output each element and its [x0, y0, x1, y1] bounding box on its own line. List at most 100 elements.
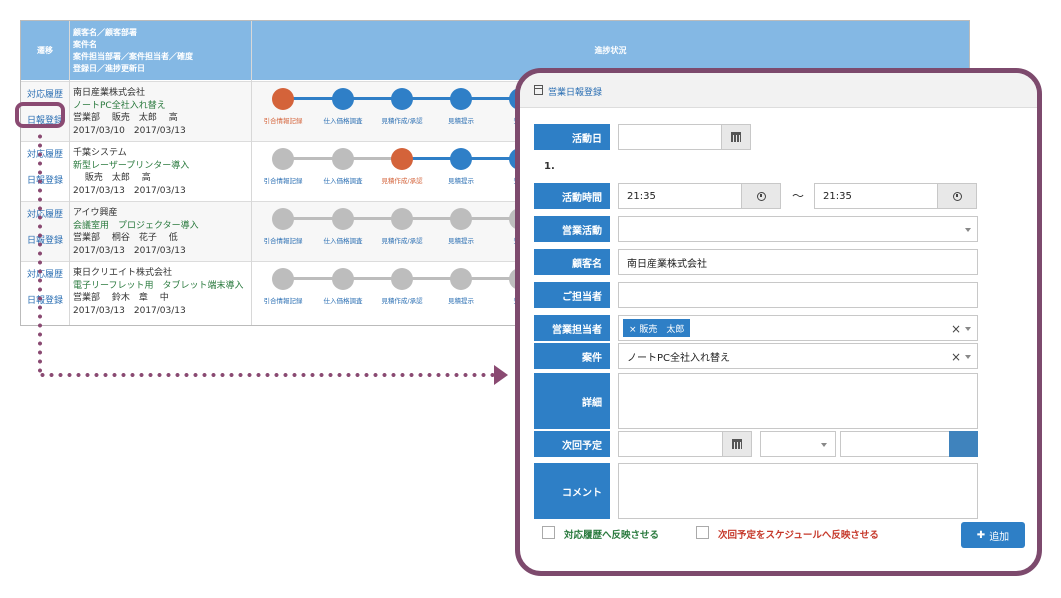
chevron-down-icon	[965, 355, 971, 359]
progress-connector	[343, 217, 402, 220]
progress-step-dot	[450, 208, 472, 230]
time-end-input[interactable]: 21:35	[814, 183, 938, 209]
progress-step-dot	[332, 88, 354, 110]
progress-step-dot	[272, 148, 294, 170]
progress-connector	[402, 157, 461, 160]
history-link[interactable]: 対応履歴	[27, 90, 64, 100]
contact-input[interactable]	[618, 282, 978, 308]
column-divider	[69, 21, 70, 325]
sales-rep-tag[interactable]: × 販売 太郎	[623, 319, 691, 337]
next-time-input[interactable]	[840, 431, 950, 457]
table-row: 対応履歴 日報登録 東日クリエイト株式会社 電子リーフレット用 タブレット端末導…	[21, 261, 969, 322]
progress-step-dot	[332, 268, 354, 290]
progress-step-label: 見積提示	[448, 237, 474, 245]
progress-step-dot	[332, 208, 354, 230]
chevron-down-icon	[965, 228, 971, 232]
project-value: ノートPC全社入れ替え	[627, 352, 731, 364]
progress-step-label: 仕入価格調査	[323, 117, 363, 125]
sales-activity-select[interactable]	[618, 216, 978, 242]
next-date-input[interactable]	[618, 431, 723, 457]
progress-connector	[283, 217, 343, 220]
progress-connector	[402, 277, 461, 280]
header-transition: 遷移	[21, 21, 69, 80]
header-line: 案件名	[73, 40, 97, 49]
time-end-button[interactable]	[937, 183, 977, 209]
detail-textarea[interactable]	[618, 373, 978, 429]
progress-step-label: 仕入価格調査	[323, 297, 363, 305]
calendar-button[interactable]	[721, 124, 751, 150]
dates: 2017/03/13 2017/03/13	[73, 245, 186, 256]
progress-step-dot	[450, 148, 472, 170]
progress-step-label: 引合情報記録	[263, 117, 303, 125]
row-info: 東日クリエイト株式会社 電子リーフレット用 タブレット端末導入 営業部 鈴木 章…	[73, 267, 243, 317]
report-link[interactable]: 日報登録	[27, 176, 64, 186]
add-button[interactable]: ✚ 追加	[961, 522, 1025, 548]
dotted-connector	[38, 373, 496, 377]
progress-step-label: 見積作成/承認	[381, 117, 423, 125]
project-name[interactable]: ノートPC全社入れ替え	[73, 100, 166, 111]
progress-step-label: 仕入価格調査	[323, 177, 363, 185]
label-activity-date: 活動日	[534, 124, 610, 150]
owner-info: 営業部 販売 太郎 高	[73, 113, 178, 123]
report-link[interactable]: 日報登録	[27, 116, 64, 126]
customer-input[interactable]: 南日産業株式会社	[618, 249, 978, 275]
label-next-plan: 次回予定	[534, 431, 610, 457]
progress-step-label: 見積作成/承認	[381, 237, 423, 245]
progress-step-dot	[391, 148, 413, 170]
time-start-input[interactable]: 21:35	[618, 183, 742, 209]
sales-rep-select[interactable]: × 販売 太郎 ×	[618, 315, 978, 341]
clear-icon[interactable]: ×	[951, 350, 962, 364]
report-link[interactable]: 日報登録	[27, 236, 64, 246]
project-name[interactable]: 電子リーフレット用 タブレット端末導入	[73, 280, 244, 291]
progress-step-dot	[450, 88, 472, 110]
reflect-schedule-checkbox[interactable]	[696, 526, 709, 539]
next-type-select[interactable]	[760, 431, 836, 457]
progress-step-label: 引合情報記録	[263, 237, 303, 245]
progress-connector	[461, 217, 520, 220]
dialog-header: 営業日報登録	[520, 73, 1037, 108]
clock-icon	[756, 191, 766, 201]
label-customer: 顧客名	[534, 249, 610, 275]
daily-report-dialog: 営業日報登録 活動日 1. 活動時間 21:35 〜 21:35 営業活動 顧客…	[515, 68, 1042, 576]
project-select[interactable]: ノートPC全社入れ替え ×	[618, 343, 978, 369]
progress-connector	[402, 217, 461, 220]
next-time-button[interactable]	[949, 431, 978, 457]
label-sales-rep: 営業担当者	[534, 315, 610, 341]
progress-step-dot	[272, 208, 294, 230]
report-link[interactable]: 日報登録	[27, 296, 64, 306]
progress-connector	[461, 157, 520, 160]
comment-textarea[interactable]	[618, 463, 978, 519]
progress-connector	[402, 97, 461, 100]
clear-icon[interactable]: ×	[951, 322, 962, 336]
calendar-button[interactable]	[722, 431, 752, 457]
chevron-down-icon	[821, 443, 827, 447]
label-project: 案件	[534, 343, 610, 369]
history-link[interactable]: 対応履歴	[27, 150, 64, 160]
label-contact: ご担当者	[534, 282, 610, 308]
dotted-connector	[38, 132, 42, 375]
dates: 2017/03/13 2017/03/13	[73, 305, 186, 316]
customer-name: アイウ興産	[73, 208, 118, 218]
progress-connector	[283, 97, 343, 100]
chevron-down-icon	[965, 327, 971, 331]
time-start-button[interactable]	[741, 183, 781, 209]
history-link[interactable]: 対応履歴	[27, 270, 64, 280]
progress-step-label: 見積提示	[448, 117, 474, 125]
dates: 2017/03/13 2017/03/13	[73, 185, 186, 196]
project-name[interactable]: 会議室用 プロジェクター導入	[73, 220, 199, 231]
progress-connector	[461, 97, 520, 100]
customer-name: 南日産業株式会社	[73, 88, 146, 98]
highlight-frame	[15, 102, 65, 128]
history-link[interactable]: 対応履歴	[27, 210, 64, 220]
reflect-history-checkbox[interactable]	[542, 526, 555, 539]
progress-step-dot	[391, 88, 413, 110]
progress-step-dot	[272, 88, 294, 110]
activity-date-input[interactable]	[618, 124, 722, 150]
header-line: 案件担当部署／案件担当者／確度	[73, 52, 193, 61]
calendar-icon	[534, 85, 543, 95]
row-info: アイウ興産 会議室用 プロジェクター導入 営業部 桐谷 花子 低 2017/03…	[73, 207, 199, 257]
project-name[interactable]: 新型レーザープリンター導入	[73, 160, 190, 171]
